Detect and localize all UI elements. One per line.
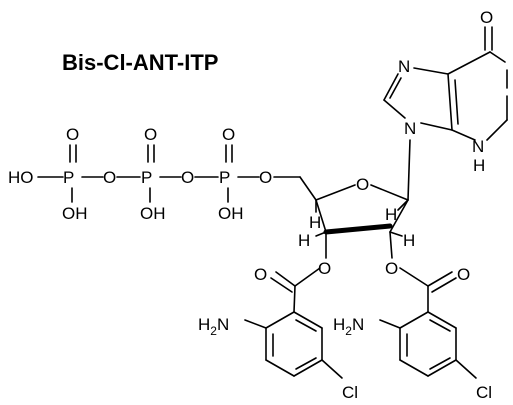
atom-oh-p1: OH: [62, 204, 88, 223]
atom-o-c6: O: [480, 8, 493, 27]
atom-o-bridge2: O: [181, 168, 194, 187]
anthraniloyl-left: O H2N Cl: [198, 265, 358, 402]
atom-p3: P: [219, 168, 230, 187]
atom-n9: N: [404, 119, 416, 138]
ribose-front-bond: [323, 223, 393, 235]
atom-h-c4: H: [309, 213, 321, 232]
atom-h-c1: H: [385, 205, 397, 224]
atom-h-n3: H: [473, 156, 485, 175]
atom-n7: N: [398, 57, 410, 76]
atom-o-p2-double: O: [144, 125, 157, 144]
atom-o-5prime: O: [259, 168, 272, 187]
atom-p2: P: [141, 168, 152, 187]
atom-h-c3: H: [298, 231, 310, 250]
atom-oh-p3: OH: [218, 204, 244, 223]
atom-ho: HO: [8, 168, 34, 187]
atom-o-ring: O: [356, 175, 369, 194]
atom-o-carbonyl-right: O: [457, 265, 470, 284]
atom-o-p1-double: O: [66, 125, 79, 144]
atom-n3: N: [472, 137, 484, 156]
compound-title: Bis-Cl-ANT-ITP: [62, 50, 218, 75]
atom-o-3prime: O: [318, 259, 331, 278]
atom-p1: P: [63, 168, 74, 187]
anthraniloyl-right: O H2N Cl: [333, 265, 492, 402]
hypoxanthine-base: N N O N H: [383, 8, 508, 175]
atom-cl-left: Cl: [342, 383, 358, 402]
atom-nh2-right: H2N: [333, 315, 364, 338]
atom-o-p3-double: O: [222, 125, 235, 144]
atom-nh2-left: H2N: [198, 315, 229, 338]
atom-oh-p2: OH: [140, 204, 166, 223]
atom-o-bridge1: O: [103, 168, 116, 187]
atom-cl-right: Cl: [476, 383, 492, 402]
atom-o-carbonyl-left: O: [254, 265, 267, 284]
atom-o-2prime: O: [385, 259, 398, 278]
triphosphate-chain: HO P O OH O P O OH O P O OH O: [8, 125, 317, 223]
atom-h-c2: H: [403, 231, 415, 250]
ribose-ring: O H H H H O O: [298, 139, 415, 278]
